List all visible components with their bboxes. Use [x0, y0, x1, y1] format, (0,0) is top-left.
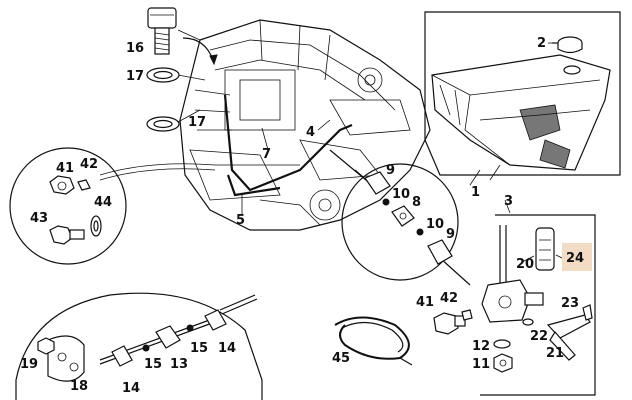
callout-16: 16: [126, 41, 144, 56]
callout-2: 2: [537, 36, 546, 51]
fuel-cap-2: [552, 36, 583, 54]
callout-23: 23: [561, 296, 579, 311]
callout-11: 11: [472, 357, 490, 372]
highlight-box-24: [562, 243, 592, 271]
callout-42-right: 42: [440, 291, 458, 306]
callout-18: 18: [70, 379, 88, 394]
callout-15-right: 15: [190, 341, 208, 356]
banjo-bolt-16: [147, 7, 177, 55]
callout-12: 12: [472, 339, 490, 354]
callout-15-left: 15: [144, 357, 162, 372]
callout-42-left: 42: [80, 157, 98, 172]
callout-13: 13: [170, 357, 188, 372]
fuel-tank-inset: [424, 11, 621, 181]
callout-41-left: 41: [56, 161, 74, 176]
callout-20: 20: [516, 257, 534, 272]
callout-8: 8: [412, 195, 421, 210]
callout-44: 44: [94, 195, 112, 210]
leader-lines: [241, 42, 563, 263]
callout-14-right: 14: [218, 341, 236, 356]
hose-coil-45: [334, 316, 413, 366]
callout-7: 7: [262, 147, 271, 162]
callout-9-bottom: 9: [446, 227, 455, 242]
callout-21: 21: [546, 346, 564, 361]
callout-22: 22: [530, 329, 548, 344]
callout-10-bottom: 10: [426, 217, 444, 232]
callout-19: 19: [20, 357, 38, 372]
callout-3: 3: [504, 194, 513, 209]
callout-17-top: 17: [126, 69, 144, 84]
callout-43: 43: [30, 211, 48, 226]
washer-17-top: [146, 67, 180, 83]
tap-connection-inset: [15, 292, 263, 400]
callout-5: 5: [236, 213, 245, 228]
callout-14-left: 14: [122, 381, 140, 396]
fuel-tap-assembly: [433, 214, 596, 396]
callout-17-bottom: 17: [188, 115, 206, 130]
callout-41-right: 41: [416, 295, 434, 310]
washer-17-bottom: [146, 116, 180, 132]
engine-chassis-illustration: [99, 19, 431, 231]
callout-1: 1: [471, 185, 480, 200]
callout-24: 24: [566, 251, 584, 266]
callout-10-top: 10: [392, 187, 410, 202]
union-fittings-inset: [341, 163, 471, 286]
callout-9-top: 9: [386, 163, 395, 178]
drain-plug-inset: [9, 147, 127, 265]
callout-45: 45: [332, 351, 350, 366]
callout-4: 4: [306, 125, 315, 140]
callout-labels: 16 17 17 2 1 3 4 7 5 41 42 43 44 9 10 8 …: [20, 36, 584, 396]
